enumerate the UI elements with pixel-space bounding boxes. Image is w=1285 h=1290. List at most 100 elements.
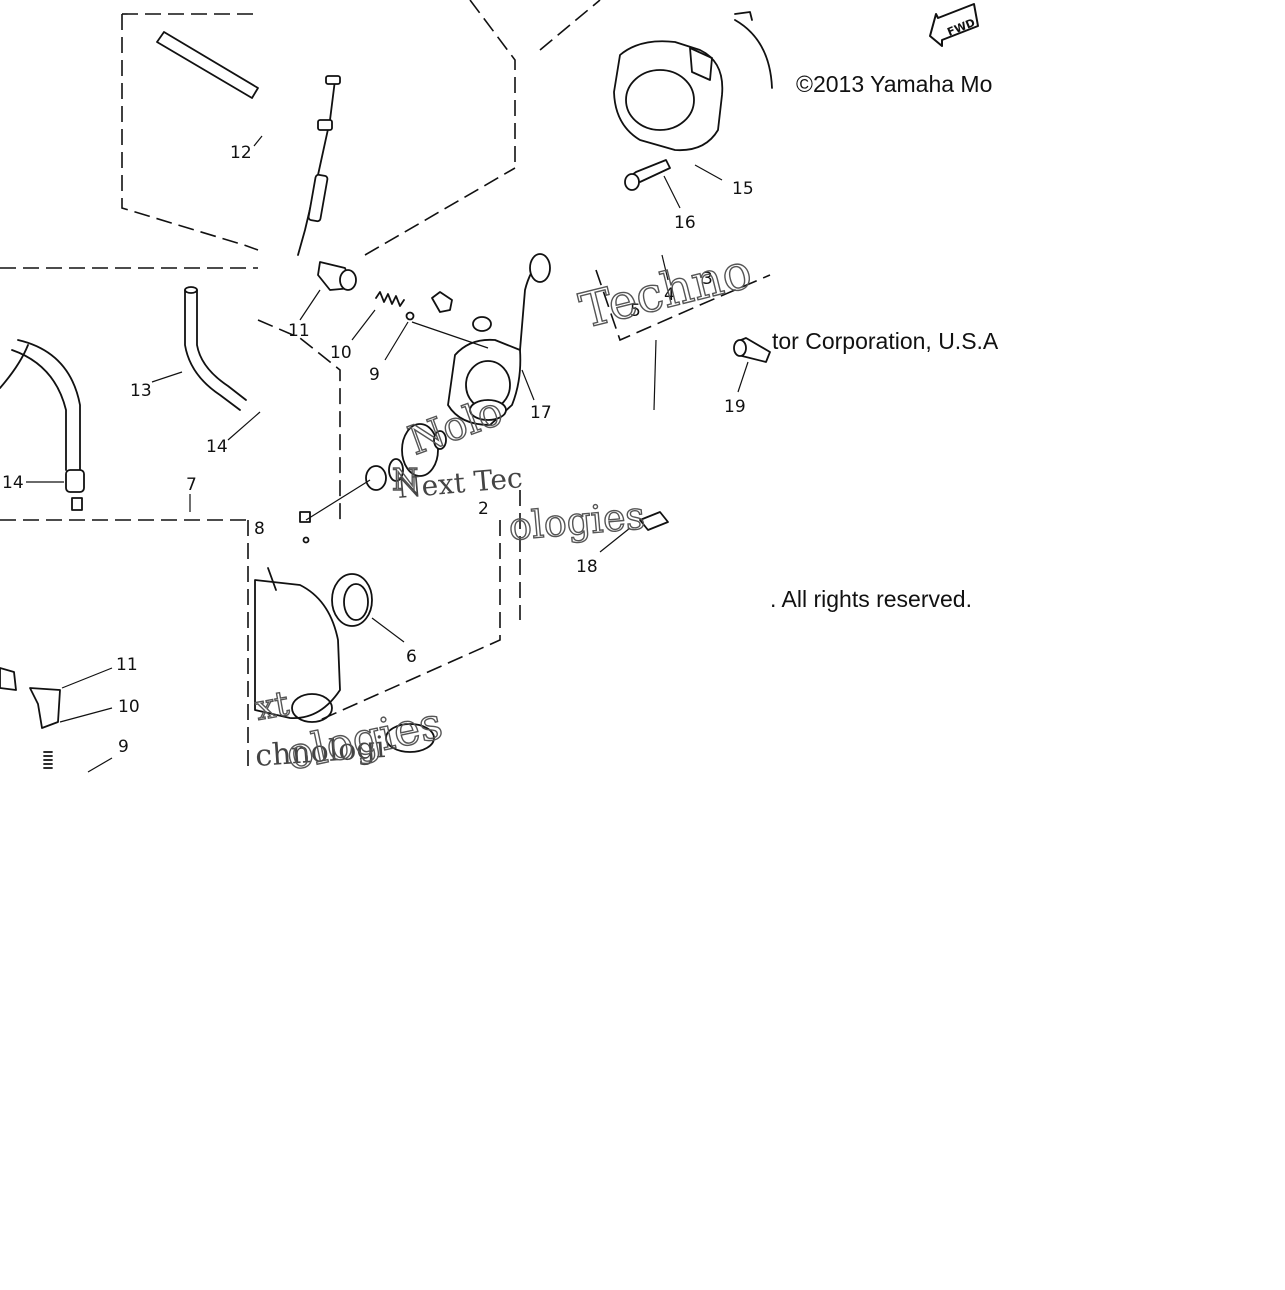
- leader-18: [599, 527, 631, 553]
- callout-14-left: 14: [2, 473, 24, 493]
- hose-13: [184, 286, 247, 411]
- seal-washer: [472, 316, 492, 332]
- callout-9-lower: 9: [118, 737, 129, 757]
- cable-ferrule: [317, 119, 333, 131]
- small-fittings: [71, 497, 669, 531]
- callout-17: 17: [530, 403, 552, 423]
- copyright-line-3: . All rights reserved.: [770, 586, 1030, 613]
- callout-15: 15: [732, 179, 754, 199]
- boundary-diagonal-upper: [364, 167, 516, 256]
- callout-11-lower: 11: [116, 655, 138, 675]
- callout-9-upper: 9: [369, 365, 380, 385]
- callout-5: 5: [630, 301, 641, 321]
- hose-14-plug: [71, 497, 83, 511]
- pump-cover-15: [613, 11, 773, 152]
- bolts: [431, 291, 771, 363]
- bolt-left: [431, 291, 453, 313]
- cover-dome: [625, 69, 695, 131]
- base-ball: [302, 536, 310, 544]
- base-plug: [299, 511, 311, 523]
- watermark-xt: xt: [253, 684, 293, 729]
- hose-13-end: [184, 286, 198, 294]
- fwd-arrow-shape: [929, 3, 979, 47]
- callout-19: 19: [724, 397, 746, 417]
- callout-18: 18: [576, 557, 598, 577]
- straight-rod: [156, 31, 259, 99]
- pump-housing: [447, 253, 551, 426]
- drive-gear: [401, 423, 439, 477]
- callout-8: 8: [254, 519, 265, 539]
- bolt-19-head: [733, 339, 747, 357]
- assembly-boundaries: [0, 0, 771, 770]
- copyright-line-2: tor Corporation, U.S.A: [772, 328, 1030, 355]
- leader-plug-to-nut: [305, 479, 371, 521]
- leader-6: [371, 617, 405, 643]
- leader-4: [661, 254, 669, 281]
- leader-right-box: [653, 339, 657, 411]
- callout-3: 3: [702, 269, 713, 289]
- callout-4: 4: [664, 285, 675, 305]
- leader-9b: [87, 757, 113, 773]
- boundary-top-triangle: [539, 0, 601, 51]
- hose-14-bend-a: [11, 349, 67, 471]
- leader-10b: [59, 707, 113, 723]
- lower-spring: [43, 751, 53, 769]
- callout-16: 16: [674, 213, 696, 233]
- boundary-right-box: [595, 269, 771, 342]
- seal-ring-6: [331, 573, 373, 627]
- watermark-n: N: [392, 463, 418, 498]
- callout-11-upper: 11: [288, 321, 310, 341]
- lock-washer: [388, 458, 404, 482]
- callout-12: 12: [230, 143, 252, 163]
- pump-base: [254, 511, 435, 753]
- callout-13: 13: [130, 381, 152, 401]
- leader-ball-to-housing: [411, 321, 489, 349]
- hose-14-clamp: [65, 469, 85, 493]
- fitting-lower: [0, 667, 61, 769]
- leader-14a: [227, 411, 261, 441]
- seal-inner: [343, 583, 369, 621]
- fitting-18: [639, 511, 669, 531]
- callout-numbers: 12 11 10 9 13 14 14 7 8 15 16 5 4 3 17 1…: [2, 143, 754, 757]
- copyright-line-1: ©2013 Yamaha Mo: [796, 71, 1028, 98]
- cover-boss: [689, 47, 713, 81]
- base-nipple: [267, 567, 277, 591]
- nut: [365, 465, 387, 491]
- check-ball: [405, 311, 415, 321]
- boundary-top-right-arm: [469, 0, 516, 168]
- lower-elbow: [29, 687, 61, 729]
- hose-14-left: [0, 339, 85, 493]
- callout-2: 2: [478, 499, 489, 519]
- washer-stack-2: [365, 423, 447, 491]
- boundary-inner-curve: [257, 319, 341, 520]
- leader-lines: [26, 135, 749, 773]
- gear-washer: [433, 430, 447, 450]
- cover-wire: [734, 19, 773, 89]
- cable-adjuster: [307, 173, 329, 223]
- spring-ball-upper: [375, 291, 415, 321]
- leader-12: [253, 135, 263, 147]
- hose-14-outer: [0, 344, 29, 389]
- rod-part: [156, 31, 259, 99]
- pipe-fitting: [529, 253, 551, 283]
- leader-15: [694, 164, 723, 181]
- leader-9a: [384, 321, 409, 361]
- fitting-11-upper: [317, 261, 357, 291]
- cover-wire-end: [734, 11, 753, 21]
- callout-14-middle: 14: [206, 437, 228, 457]
- leader-10a: [351, 309, 376, 341]
- screw-16-head: [624, 173, 640, 191]
- leader-19: [737, 361, 749, 393]
- cable-end: [325, 75, 341, 85]
- base-port: [291, 693, 333, 723]
- leader-11b: [61, 667, 113, 689]
- callout-6: 6: [406, 647, 417, 667]
- callout-10-lower: 10: [118, 697, 140, 717]
- leader-13: [151, 371, 183, 383]
- screw-16: [624, 159, 671, 191]
- callout-10-upper: 10: [330, 343, 352, 363]
- cover-body: [613, 40, 724, 152]
